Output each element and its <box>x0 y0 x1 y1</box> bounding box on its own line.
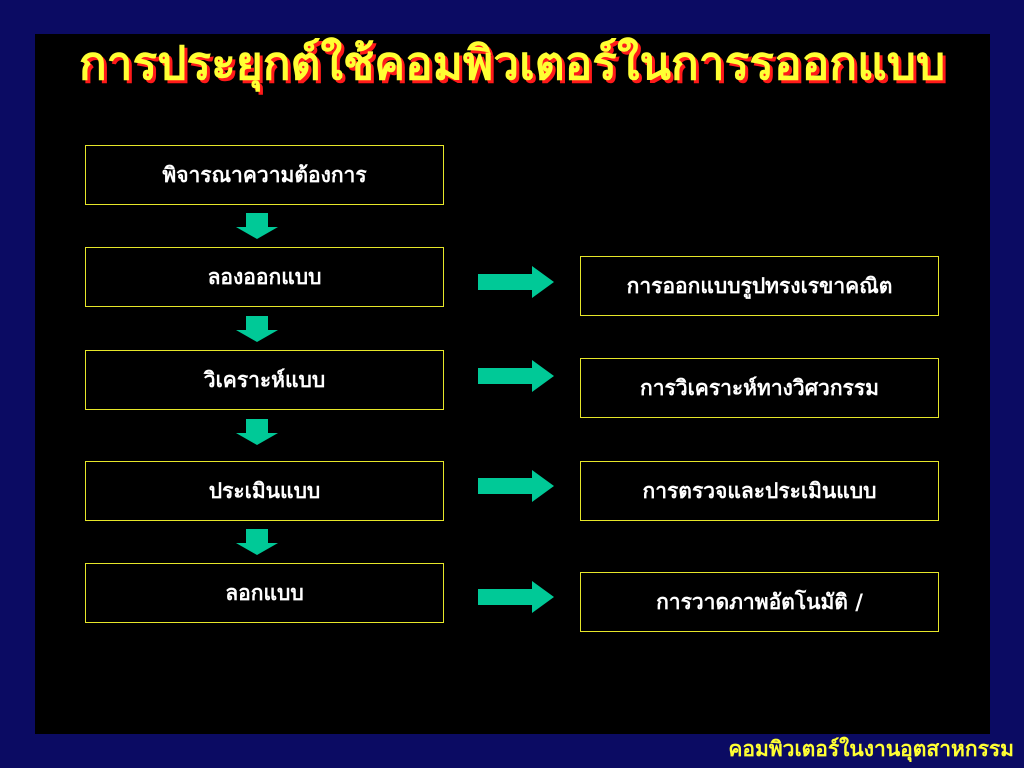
app-box-review-evaluation: การตรวจและประเมินแบบ <box>580 461 939 521</box>
down-arrow-icon <box>236 419 278 445</box>
step-box-trial-design: ลองออกแบบ <box>85 247 444 307</box>
right-arrow-icon <box>478 470 554 502</box>
footer-caption: คอมพิวเตอร์ในงานอุตสาหกรรม <box>728 736 1014 761</box>
step-box-evaluation: ประเมินแบบ <box>85 461 444 521</box>
app-box-engineering-analysis: การวิเคราะห์ทางวิศวกรรม <box>580 358 939 418</box>
down-arrow-icon <box>236 213 278 239</box>
app-box-automated-drafting: การวาดภาพอัตโนมัติ / <box>580 572 939 632</box>
step-box-requirements: พิจารณาความต้องการ <box>85 145 444 205</box>
down-arrow-icon <box>236 316 278 342</box>
right-arrow-icon <box>478 266 554 298</box>
step-box-drafting: ลอกแบบ <box>85 563 444 623</box>
down-arrow-icon <box>236 529 278 555</box>
step-box-analysis: วิเคราะห์แบบ <box>85 350 444 410</box>
right-arrow-icon <box>478 581 554 613</box>
right-arrow-icon <box>478 360 554 392</box>
slide-title: การประยุกต์ใช้คอมพิวเตอร์ในการรออกแบบ <box>78 36 946 90</box>
app-box-geometric-modeling: การออกแบบรูปทรงเรขาคณิต <box>580 256 939 316</box>
